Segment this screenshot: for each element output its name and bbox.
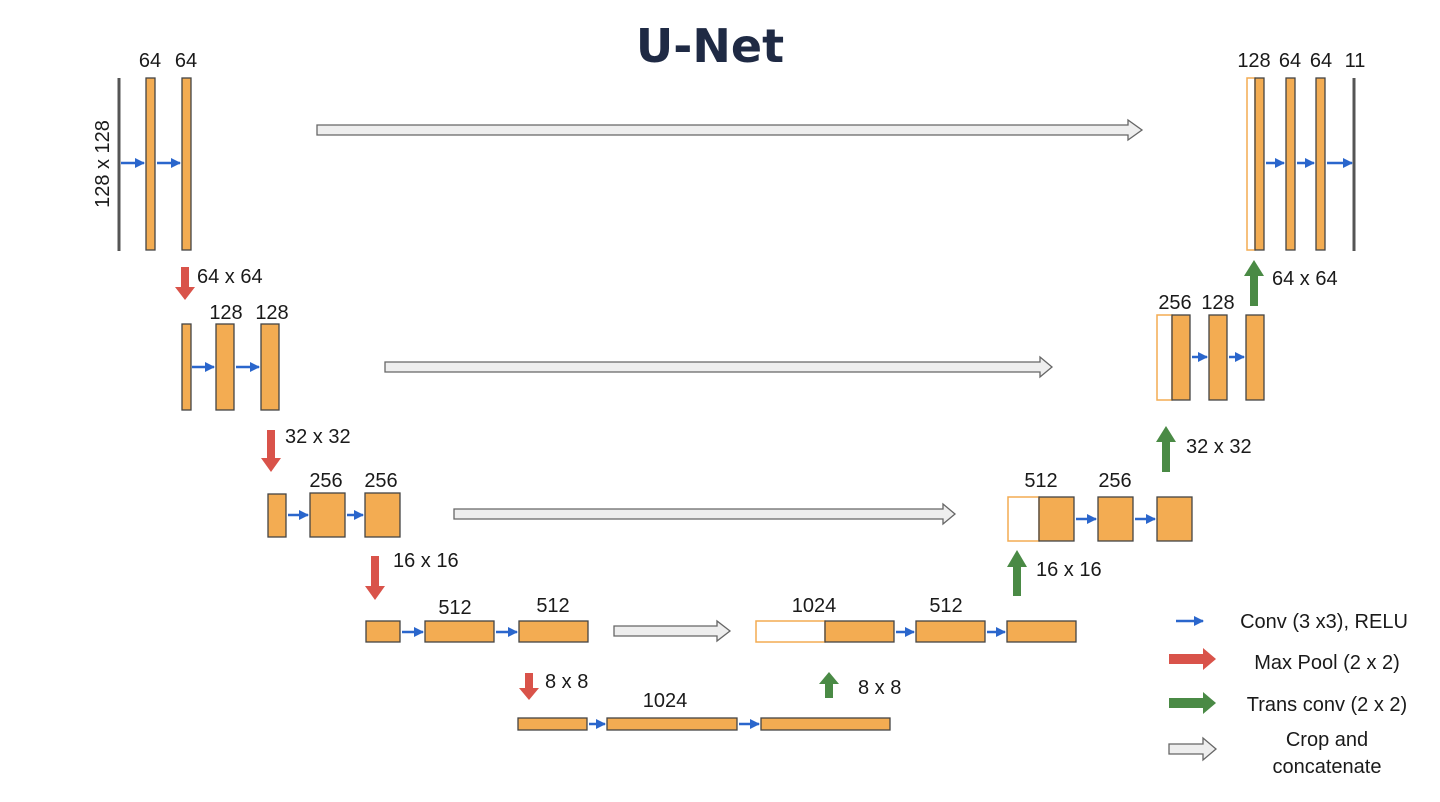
copied-feature-map-d1 [1246,77,1256,251]
skip-arrow-level-1 [316,118,1144,142]
diagram-title: U-Net [636,19,784,73]
copied-feature-map-d2 [1156,314,1173,401]
trans-conv-arrow-1 [1244,260,1264,306]
feature-map-d1-up [1254,77,1265,251]
trans-conv-arrow-2 [1156,426,1176,472]
channel-label-l2-b: 128 [255,302,288,324]
feature-map-l3-b [364,492,401,538]
channel-label-d1-out: 11 [1345,50,1366,72]
max-pool-arrow-2 [261,430,281,472]
legend-trans-conv-icon [1169,692,1216,714]
feature-map-d4-up [824,620,895,643]
legend-trans-conv-label: Trans conv (2 x 2) [1247,694,1407,716]
channel-label-d4-concat: 1024 [792,595,837,617]
feature-map-d3-b [1156,496,1193,542]
pool4-size-label: 8 x 8 [545,671,588,693]
legend-crop-icon [1168,736,1218,762]
max-pool-arrow-3 [365,556,385,600]
channel-label-l1-a: 64 [139,50,161,72]
channel-label-d3-out: 256 [1098,470,1131,492]
channel-label-bottleneck: 1024 [643,690,688,712]
legend-max-pool-icon [1169,648,1216,670]
feature-map-d1-a [1285,77,1296,251]
trans-conv-arrow-3 [1007,550,1027,596]
legend: Conv (3 x3), RELU Max Pool (2 x 2) Trans… [1168,611,1408,778]
channel-label-l2-a: 128 [209,302,242,324]
feature-map-d3-up [1038,496,1075,542]
skip-arrow-level-4 [613,619,732,643]
channel-label-l4-b: 512 [536,595,569,617]
up3-size-label: 16 x 16 [1036,559,1102,581]
feature-map-l4-input [365,620,401,643]
channel-label-d3-concat: 512 [1024,470,1057,492]
feature-map-bottleneck-b [760,717,891,731]
feature-map-bottleneck-input [517,717,588,731]
channel-label-d2-concat: 256 [1158,292,1191,314]
feature-map-l4-a [424,620,495,643]
trans-conv-arrow-4 [819,672,839,698]
skip-arrow-level-3 [453,502,957,526]
feature-map-d4-a [915,620,986,643]
legend-crop-label-line2: concatenate [1273,756,1382,778]
copied-feature-map-d4 [755,620,826,643]
feature-map-l2-input [181,323,192,411]
copied-feature-map-d3 [1007,496,1040,542]
feature-map-l2-b [260,323,280,411]
channel-label-d1-concat: 128 [1237,50,1270,72]
channel-label-d1-a: 64 [1279,50,1301,72]
channel-label-d2-out: 128 [1201,292,1234,314]
feature-map-d4-b [1006,620,1077,643]
feature-map-d2-a [1208,314,1228,401]
feature-map-l3-a [309,492,346,538]
channel-label-d1-b: 64 [1310,50,1332,72]
feature-map-l1-b [181,77,192,251]
channel-label-l4-a: 512 [438,597,471,619]
channel-label-l3-b: 256 [364,470,397,492]
max-pool-arrow-1 [175,267,195,300]
legend-conv-label: Conv (3 x3), RELU [1240,611,1408,633]
channel-label-d4-out: 512 [929,595,962,617]
legend-max-pool-label: Max Pool (2 x 2) [1254,652,1400,674]
feature-map-bottleneck-a [606,717,738,731]
up4-size-label: 8 x 8 [858,677,901,699]
pool3-size-label: 16 x 16 [393,550,459,572]
max-pool-arrow-4 [519,673,539,700]
feature-map-d2-up [1171,314,1191,401]
feature-map-d1-b [1315,77,1326,251]
pool1-size-label: 64 x 64 [197,266,263,288]
up2-size-label: 32 x 32 [1186,436,1252,458]
pool2-size-label: 32 x 32 [285,426,351,448]
feature-map-l2-a [215,323,235,411]
feature-map-d3-a [1097,496,1134,542]
feature-map-d2-b [1245,314,1265,401]
input-size-label: 128 x 128 [92,120,114,208]
legend-crop-label-line1: Crop and [1286,729,1368,751]
channel-label-l3-a: 256 [309,470,342,492]
feature-map-l3-input [267,493,287,538]
skip-arrow-level-2 [384,355,1054,379]
feature-map-l1-a [145,77,156,251]
channel-label-l1-b: 64 [175,50,197,72]
feature-map-l4-b [518,620,589,643]
up1-size-label: 64 x 64 [1272,268,1338,290]
